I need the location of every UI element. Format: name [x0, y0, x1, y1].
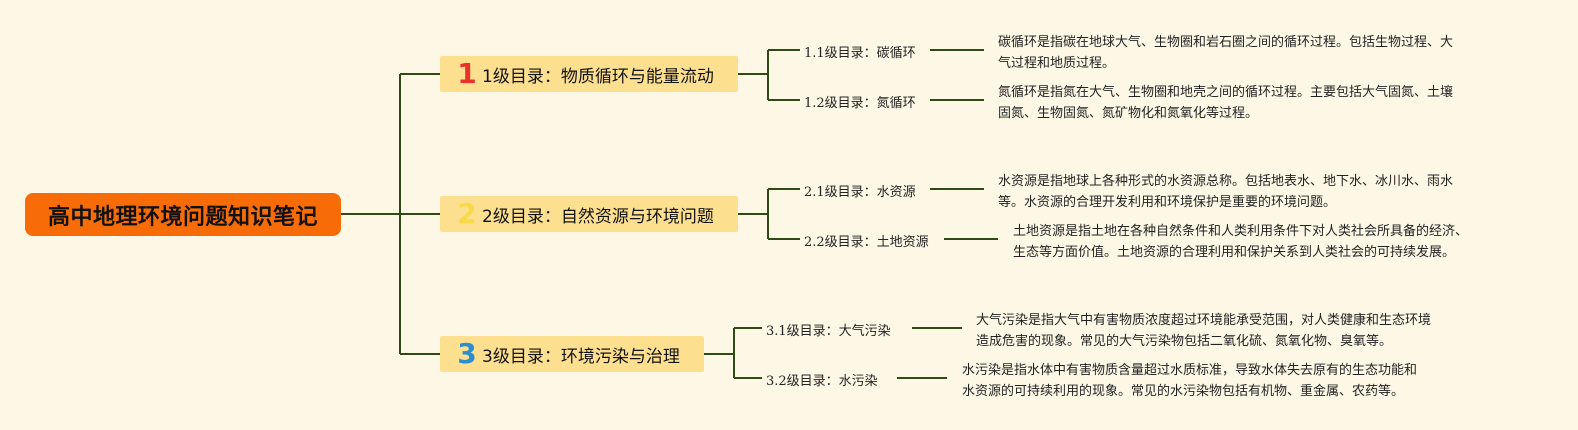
branch-label-2: 2级目录：自然资源与环境问题: [482, 206, 714, 227]
topic-node-2-1[interactable]: 2.1级目录：水资源: [804, 181, 916, 200]
topic-description-2-2[interactable]: 土地资源是指土地在各种自然条件和人类利用条件下对人类社会所具备的经济、 生态等方…: [1013, 221, 1468, 263]
description-line: 等。水资源的合理开发利用和环境保护是重要的环境问题。: [998, 195, 1337, 210]
description-line: 气过程和地质过程。: [998, 56, 1116, 71]
root-title: 高中地理环境问题知识笔记: [47, 204, 318, 230]
branch-node-1[interactable]: 1 1级目录：物质循环与能量流动: [440, 56, 738, 92]
topic-node-3-2[interactable]: 3.2级目录：水污染: [766, 370, 878, 389]
description-line: 大气污染是指大气中有害物质浓度超过环境能承受范围，对人类健康和生态环境: [976, 313, 1432, 328]
topic-node-2-2[interactable]: 2.2级目录：土地资源: [804, 231, 929, 250]
topic-label: 3.2级目录：水污染: [766, 374, 878, 389]
topic-description-1-1[interactable]: 碳循环是指碳在地球大气、生物圈和岩石圈之间的循环过程。包括生物过程、大 气过程和…: [998, 32, 1453, 74]
topic-label: 1.2级目录：氮循环: [804, 96, 916, 111]
branch-label-1: 1级目录：物质循环与能量流动: [482, 66, 714, 87]
branch-number-2: 2: [457, 197, 477, 230]
description-line: 氮循环是指氮在大气、生物圈和地壳之间的循环过程。主要包括大气固氮、土壤: [998, 85, 1454, 100]
topic-label: 1.1级目录：碳循环: [804, 46, 916, 61]
topic-description-3-2[interactable]: 水污染是指水体中有害物质含量超过水质标准，导致水体失去原有的生态功能和 水资源的…: [962, 360, 1417, 402]
branch-number-3: 3: [457, 337, 477, 370]
description-line: 生态等方面价值。土地资源的合理利用和保护关系到人类社会的可持续发展。: [1013, 245, 1456, 260]
topic-node-1-1[interactable]: 1.1级目录：碳循环: [804, 42, 916, 61]
topic-node-3-1[interactable]: 3.1级目录：大气污染: [766, 320, 891, 339]
description-line: 造成危害的现象。常见的大气污染物包括二氧化硫、氮氧化物、臭氧等。: [976, 334, 1393, 349]
description-line: 水污染是指水体中有害物质含量超过水质标准，导致水体失去原有的生态功能和: [962, 363, 1418, 378]
topic-description-1-2[interactable]: 氮循环是指氮在大气、生物圈和地壳之间的循环过程。主要包括大气固氮、土壤 固氮、生…: [998, 82, 1453, 124]
description-line: 水资源的可持续利用的现象。常见的水污染物包括有机物、重金属、农药等。: [962, 384, 1405, 399]
root-node[interactable]: 高中地理环境问题知识笔记: [25, 193, 341, 236]
branch-label-3: 3级目录：环境污染与治理: [482, 346, 680, 367]
description-line: 碳循环是指碳在地球大气、生物圈和岩石圈之间的循环过程。包括生物过程、大: [998, 35, 1454, 50]
description-line: 水资源是指地球上各种形式的水资源总称。包括地表水、地下水、冰川水、雨水: [998, 174, 1454, 189]
topic-description-2-1[interactable]: 水资源是指地球上各种形式的水资源总称。包括地表水、地下水、冰川水、雨水 等。水资…: [998, 171, 1453, 213]
branch-node-2[interactable]: 2 2级目录：自然资源与环境问题: [440, 196, 738, 232]
topic-label: 3.1级目录：大气污染: [766, 324, 891, 339]
topic-node-1-2[interactable]: 1.2级目录：氮循环: [804, 92, 916, 111]
branch-node-3[interactable]: 3 3级目录：环境污染与治理: [440, 336, 704, 372]
description-line: 固氮、生物固氮、氮矿物化和氮氧化等过程。: [998, 106, 1259, 121]
topic-label: 2.1级目录：水资源: [804, 185, 916, 200]
description-line: 土地资源是指土地在各种自然条件和人类利用条件下对人类社会所具备的经济、: [1013, 224, 1469, 239]
branch-number-1: 1: [457, 57, 477, 90]
topic-description-3-1[interactable]: 大气污染是指大气中有害物质浓度超过环境能承受范围，对人类健康和生态环境 造成危害…: [976, 310, 1431, 352]
topic-label: 2.2级目录：土地资源: [804, 235, 929, 250]
